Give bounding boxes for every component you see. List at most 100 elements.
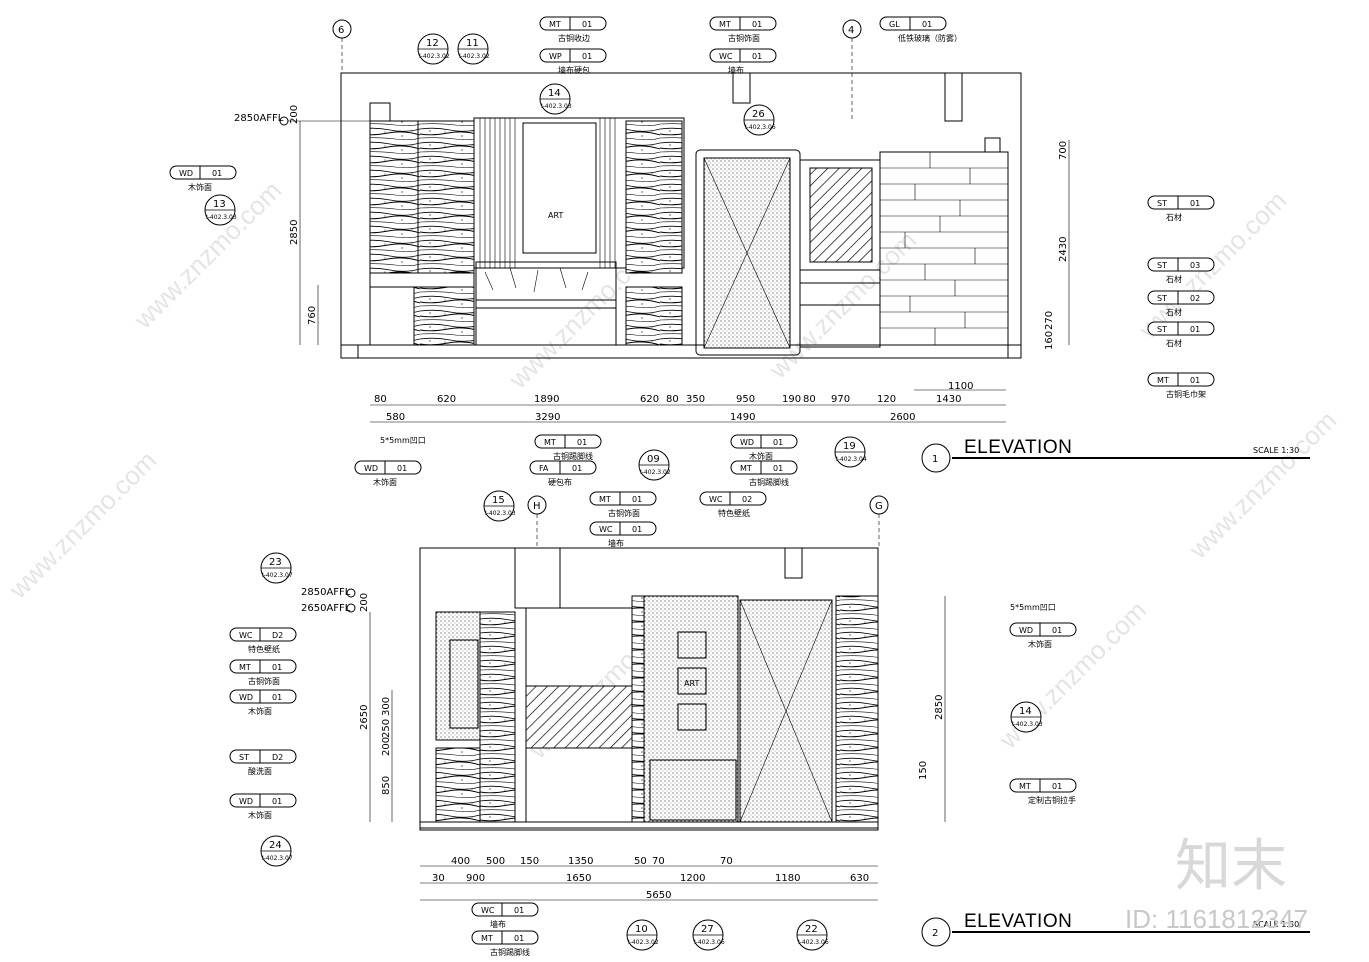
e1-dim-9: 80 (803, 394, 816, 405)
callout-number: 01 (1190, 199, 1200, 208)
e2-dim-r2-3: 1650 (566, 873, 591, 884)
callout-code: WC (709, 495, 723, 504)
detail-ref: I-402.3.04 (836, 456, 867, 463)
e2-dim-2: 500 (486, 856, 505, 867)
stone-tiles (880, 152, 1008, 345)
detail-ref: I-402.3.07 (262, 855, 293, 862)
callout-desc: 木饰面 (248, 810, 272, 820)
callout-code: GL (889, 20, 900, 29)
callout-desc: 石材 (1166, 307, 1182, 317)
e1-dim-right-2: 2430 (1058, 237, 1069, 262)
detail-ref: I-402.3.02 (459, 53, 490, 60)
callout-desc: 木饰面 (1028, 639, 1052, 649)
e1-dim-extra: 1100 (948, 381, 973, 392)
detail-bubble: 13I-402.3.03 (204, 194, 237, 226)
callout-desc: 木饰面 (248, 706, 272, 716)
detail-bubble: 14I-402.3.03 (539, 83, 572, 115)
callout-code: MT (1019, 782, 1031, 791)
e2-dim-6: 70 (652, 856, 665, 867)
e1-dim-1: 80 (374, 394, 387, 405)
callout-code: WD (364, 464, 378, 473)
callout-code: WD (239, 693, 253, 702)
e2-dim-4: 1350 (568, 856, 593, 867)
e1-dim-2: 620 (437, 394, 456, 405)
callout-number: 01 (922, 20, 932, 29)
e1-dim-7: 950 (736, 394, 755, 405)
callout-desc: 硬包布 (548, 477, 572, 487)
callout-desc: 特色壁纸 (718, 508, 750, 518)
e1-dim-total-2: 3290 (535, 412, 560, 423)
axis-label-e1-left: 6 (338, 25, 344, 36)
callout-code: WC (719, 52, 733, 61)
callout-number: 01 (272, 663, 282, 672)
callout-desc: 古铜毛巾架 (1166, 389, 1206, 399)
elevation-2-title: ELEVATION (964, 911, 1072, 932)
e2-dim-right-1: 2850 (934, 695, 945, 720)
watermark-8: www.znzmo.com (1182, 405, 1342, 565)
callout-code: ST (1157, 199, 1167, 208)
detail-ref: I-402.3.06 (745, 124, 776, 131)
callout-number: D2 (272, 753, 283, 762)
detail-ref: I-402.3.03 (485, 510, 516, 517)
detail-ref: I-402.3.06 (798, 939, 829, 946)
e1-dim-total-3: 1490 (730, 412, 755, 423)
callout-code: WD (740, 438, 754, 447)
callout-desc: 古铜饰面 (608, 508, 640, 518)
axis-label-e2-left: H (533, 501, 541, 512)
callout-desc: 墙布硬包 (558, 65, 590, 75)
e2-dim-left-1: 200 (359, 593, 370, 612)
e2-dim-1: 400 (451, 856, 470, 867)
callout-code: MT (239, 663, 251, 672)
detail-ref: I-402.3.03 (541, 103, 572, 110)
detail-bubble: 12I-402.3.02 (417, 33, 450, 65)
e1-dim-3: 1890 (534, 394, 559, 405)
detail-number: 22 (805, 924, 818, 935)
e2-level-a: 2850AFFL (301, 587, 351, 598)
callout-desc: 古铜饰面 (728, 33, 760, 43)
detail-bubble: 15I-402.3.03 (483, 490, 516, 522)
callout-code: FA (539, 464, 549, 473)
e1-groove-note: 5*5mm凹口 (380, 436, 426, 445)
callout-desc: 石材 (1166, 338, 1182, 348)
callout-number: 02 (742, 495, 752, 504)
callout-desc: 木饰面 (188, 182, 212, 192)
e1-dim-8: 190 (782, 394, 801, 405)
e1-dim-left-2: 2850 (289, 220, 300, 245)
e2-dim-left-2: 2650 (359, 705, 370, 730)
elevation-1-number: 1 (932, 454, 938, 465)
detail-ref: I-402.3.02 (419, 53, 450, 60)
callout-number: 01 (632, 495, 642, 504)
e2-dim-left-6: 850 (381, 776, 392, 795)
callout-number: 01 (577, 438, 587, 447)
callout-number: 01 (582, 20, 592, 29)
callout-desc: 古铜踢脚线 (553, 451, 593, 461)
watermark-5: www.znzmo.com (2, 445, 162, 605)
callout-number: 01 (582, 52, 592, 61)
e2-groove-note: 5*5mm凹口 (1010, 603, 1056, 612)
callout-code: WP (549, 52, 562, 61)
callout-desc: 古铜收边 (558, 33, 590, 43)
callout-code: MT (549, 20, 561, 29)
e2-dim-r2-2: 900 (466, 873, 485, 884)
callout-code: WC (481, 906, 495, 915)
detail-number: 14 (548, 88, 561, 99)
callout-code: ST (1157, 261, 1167, 270)
e2-dim-r2-5: 1180 (775, 873, 800, 884)
e1-dim-5: 80 (666, 394, 679, 405)
callout-code: MT (544, 438, 556, 447)
callout-desc: 古铜踢脚线 (749, 477, 789, 487)
e1-dim-11: 120 (877, 394, 896, 405)
callout-desc: 墙布 (608, 538, 624, 548)
